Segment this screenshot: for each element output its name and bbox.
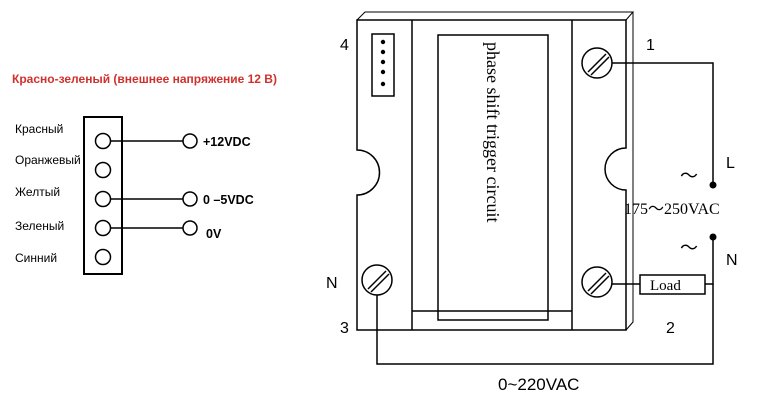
terminal-number-4: 4 [340,37,349,54]
pin-yellow [94,190,112,208]
signal-label-0-5v: 0 –5VDC [203,193,254,207]
wire-label-blue: Синний [15,251,57,265]
terminal-3-neutral-label: N [326,275,338,292]
terminal-number-2: 2 [666,320,675,337]
ac-symbol-live: ～ [680,166,698,186]
signal-label-12v: +12VDC [203,135,251,149]
terminal-strip-4 [371,33,395,97]
relay-module [356,11,635,331]
terminal-number-3: 3 [340,320,349,337]
load-box [639,274,706,295]
trigger-circuit-label: phase shift trigger circuit [483,42,503,222]
neutral-terminal-dot [709,233,717,241]
wire-label-orange: Оранжевый [15,153,81,167]
output-voltage-label: 0~220VAC [498,375,579,394]
pin-blue [94,248,112,266]
wire-label-red: Красный [15,122,63,136]
pin-red [94,132,112,150]
mains-wiring [376,62,714,365]
pin-green [94,219,112,237]
live-terminal-dot [709,181,717,189]
wire-label-yellow: Желтый [15,185,60,199]
signal-label-0v: 0V [206,227,222,241]
signal-leads [110,133,198,236]
connector-pins [94,132,112,266]
live-label: L [726,155,735,172]
voltage-range-label: 175～250VAC [624,201,720,218]
connector-body [83,116,123,275]
load-label: Load [650,278,681,294]
ac-symbol-neutral: ～ [680,238,698,258]
pin-orange [94,161,112,179]
neutral-label: N [726,252,738,269]
terminal-number-1: 1 [646,37,655,54]
connector-title: Красно-зеленый (внешнее напряжение 12 В) [12,72,277,86]
wire-label-green: Зеленый [15,219,64,233]
screw-terminals [361,47,613,298]
